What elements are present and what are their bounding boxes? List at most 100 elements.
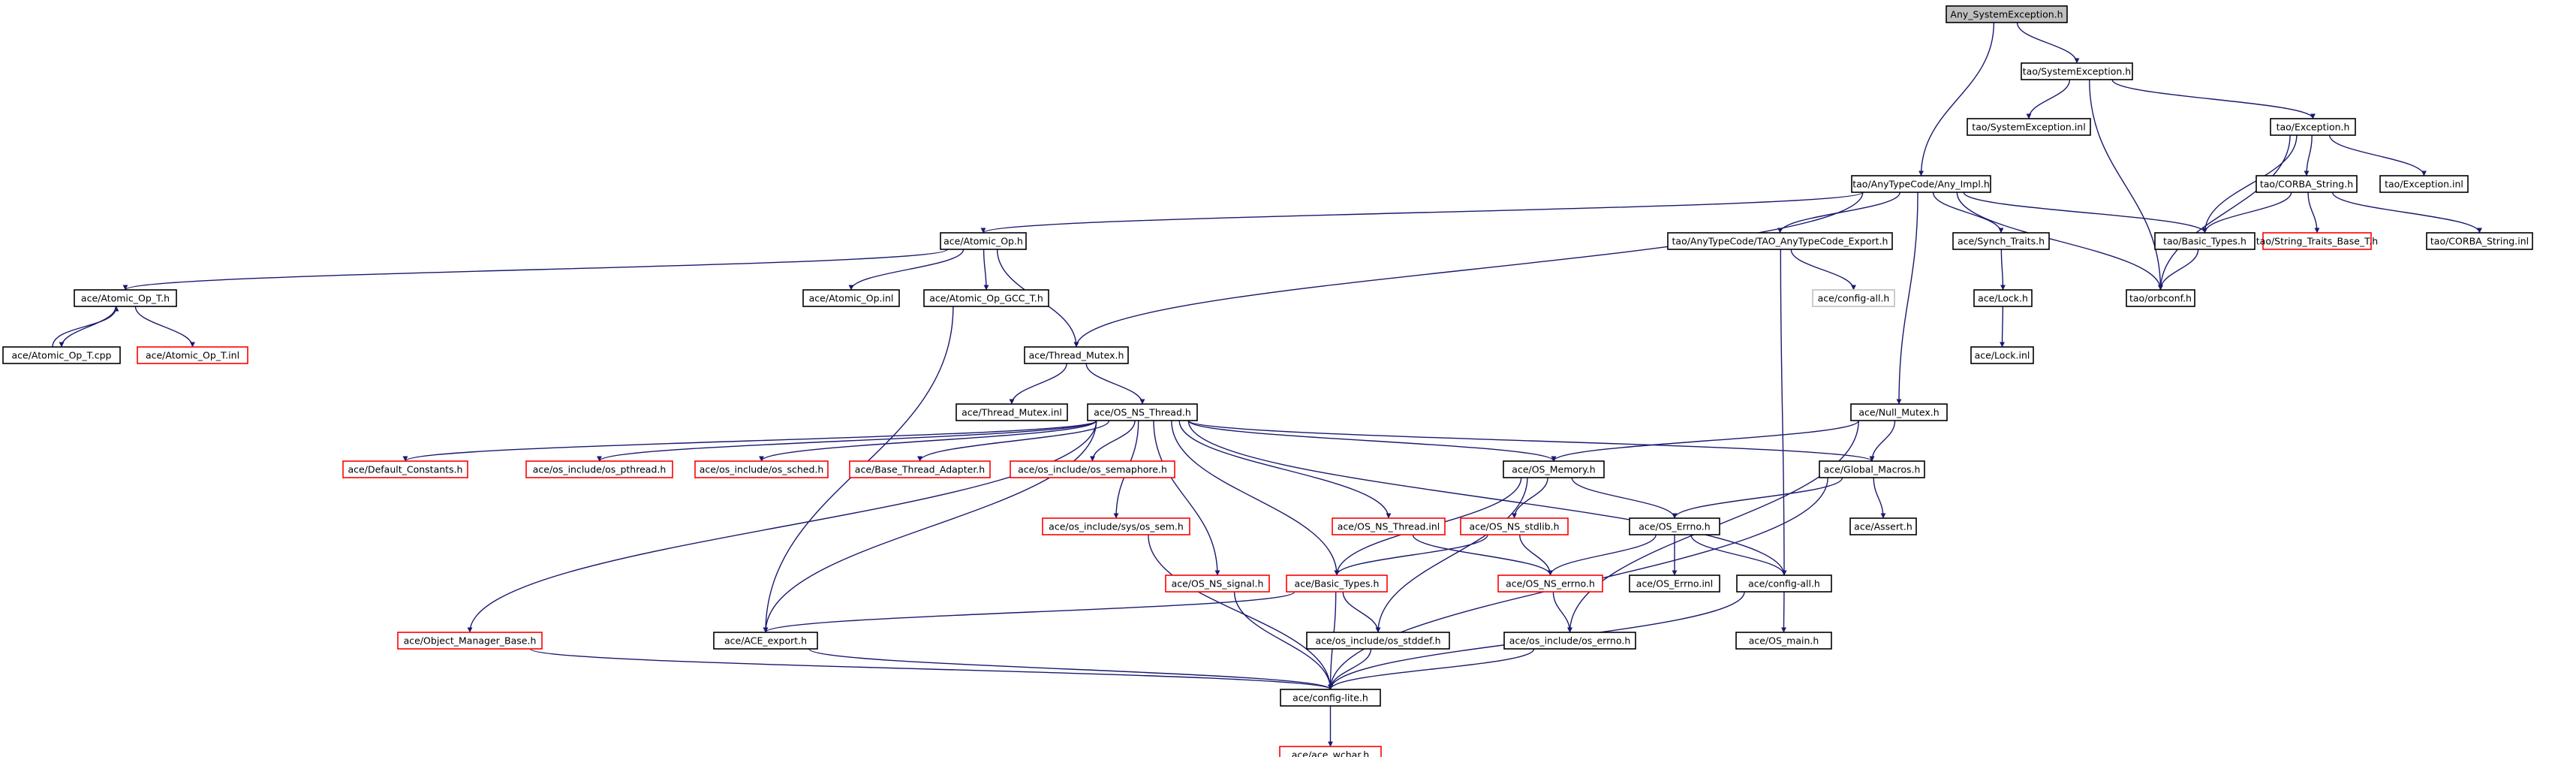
node-ace-atomic-op-t-inl[interactable]: ace/Atomic_Op_T.inl [137,346,248,364]
node-ace-atomic-op-gcc-t-h[interactable]: ace/Atomic_Op_GCC_T.h [923,289,1049,307]
node-ace-ace-wchar-h[interactable]: ace/ace_wchar.h [1279,746,1382,757]
node-box [2270,118,2356,136]
edge-ace-os-ns-thread-h-to-ace-basic-types-h [1171,420,1340,576]
node-tao-anytypecode-tao-anytypecode-export-h[interactable]: tao/AnyTypeCode/TAO_AnyTypeCode_Export.h [1667,232,1893,250]
edge-ace-basic-types-h-to-ace-os-include-os-stddef-h [1342,591,1381,633]
node-label: ace/Thread_Mutex.inl [961,407,1062,418]
node-ace-os-include-os-sched-h[interactable]: ace/os_include/os_sched.h [694,460,829,478]
node-tao-systemexception-h[interactable]: tao/SystemException.h [2021,62,2133,80]
node-ace-os-main-h[interactable]: ace/OS_main.h [1735,632,1832,650]
edge-ace-atomic-op-t-h-to-ace-atomic-op-t-inl [134,306,195,348]
node-box [1280,689,1381,707]
node-ace-os-include-os-semaphore-h[interactable]: ace/os_include/os_semaphore.h [1010,460,1175,478]
node-label: ace/os_include/os_sched.h [700,464,824,475]
node-label: ace/ace_wchar.h [1292,749,1369,757]
node-ace-os-errno-h[interactable]: ace/OS_Errno.h [1629,517,1720,535]
node-box [525,460,673,478]
node-ace-config-lite-h[interactable]: ace/config-lite.h [1280,689,1381,707]
edge-ace-os-ns-thread-h-to-ace-config-all-h [1187,420,1787,576]
node-ace-atomic-op-h[interactable]: ace/Atomic_Op.h [940,232,1027,250]
node-box [2126,289,2195,307]
node-box [849,460,991,478]
node-any-systemexception-h[interactable]: Any_SystemException.h [1946,5,2068,23]
node-box [1735,632,1832,650]
edge-tao-anytypecode-tao-anytypecode-export-h-to-ace-config-all-h [1790,249,1856,291]
node-ace-assert-h[interactable]: ace/Assert.h [1849,517,1917,535]
node-ace-os-ns-thread-inl[interactable]: ace/OS_NS_Thread.inl [1332,517,1446,535]
node-tao-systemexception-inl[interactable]: tao/SystemException.inl [1967,118,2091,136]
node-label: ace/Basic_Types.h [1295,578,1380,590]
node-label: ace/os_include/os_semaphore.h [1018,464,1167,475]
node-ace-thread-mutex-inl[interactable]: ace/Thread_Mutex.inl [955,403,1068,421]
node-ace-config-all-h[interactable]: ace/config-all.h [1736,575,1832,593]
node-box [1850,403,1948,421]
node-ace-atomic-op-t-h[interactable]: ace/Atomic_Op_T.h [74,289,177,307]
node-ace-lock-inl[interactable]: ace/Lock.inl [1970,346,2034,364]
edge-ace-atomic-op-h-to-ace-atomic-op-t-h [122,249,948,291]
edge-ace-null-mutex-h-to-ace-os-memory-h [1551,420,1859,462]
node-ace-atomic-op-t-cpp[interactable]: ace/Atomic_Op_T.cpp [2,346,121,364]
node-ace-lock-h[interactable]: ace/Lock.h [1973,289,2033,307]
node-tao-anytypecode-any-impl-h[interactable]: tao/AnyTypeCode/Any_Impl.h [1851,175,1991,193]
node-ace-default-constants-h[interactable]: ace/Default_Constants.h [342,460,468,478]
node-ace-ace-export-h[interactable]: ace/ACE_export.h [713,632,818,650]
node-tao-exception-h[interactable]: tao/Exception.h [2270,118,2356,136]
edge-ace-null-mutex-h-to-ace-global-macros-h [1869,420,1896,462]
node-label: ace/Atomic_Op_T.inl [146,350,239,361]
node-label: ace/config-lite.h [1293,692,1368,704]
node-tao-corba-string-h[interactable]: tao/CORBA_String.h [2256,175,2358,193]
node-label: tao/Exception.h [2277,122,2350,133]
edge-ace-os-memory-h-to-ace-os-errno-h [1571,477,1678,519]
edge-tao-exception-h-to-tao-exception-inl [2329,134,2427,176]
node-box [2256,175,2358,193]
edge-ace-os-memory-h-to-ace-os-ns-stdlib-h [1512,477,1548,519]
node-ace-os-memory-h[interactable]: ace/OS_Memory.h [1503,460,1605,478]
node-ace-global-macros-h[interactable]: ace/Global_Macros.h [1819,460,1925,478]
node-box [713,632,818,650]
node-label: tao/String_Traits_Base_T.h [2256,236,2378,247]
node-tao-basic-types-h[interactable]: tao/Basic_Types.h [2154,232,2256,250]
node-ace-os-include-sys-os-sem-h[interactable]: ace/os_include/sys/os_sem.h [1042,517,1190,535]
node-label: ace/Thread_Mutex.h [1029,350,1124,361]
node-ace-synch-traits-h[interactable]: ace/Synch_Traits.h [1952,232,2050,250]
node-ace-basic-types-h[interactable]: ace/Basic_Types.h [1286,575,1388,593]
node-label: ace/config-all.h [1748,578,1820,590]
node-tao-string-traits-base-t-h[interactable]: tao/String_Traits_Base_T.h [2256,232,2378,250]
node-label: tao/orbconf.h [2129,293,2192,304]
node-ace-thread-mutex-h[interactable]: ace/Thread_Mutex.h [1024,346,1129,364]
node-ace-os-ns-errno-h[interactable]: ace/OS_NS_errno.h [1497,575,1603,593]
node-box [1024,346,1129,364]
edge-ace-os-ns-thread-h-to-ace-os-include-os-semaphore-h [1090,420,1136,462]
node-box [1946,5,2068,23]
edge-tao-anytypecode-any-impl-h-to-ace-null-mutex-h [1896,192,1918,405]
edge-ace-os-ns-stdlib-h-to-ace-basic-types-h [1334,534,1488,576]
node-label: ace/Object_Manager_Base.h [404,635,537,647]
node-box [1849,517,1917,535]
node-ace-base-thread-adapter-h[interactable]: ace/Base_Thread_Adapter.h [849,460,991,478]
node-ace-null-mutex-h[interactable]: ace/Null_Mutex.h [1850,403,1948,421]
node-label: ace/OS_NS_signal.h [1172,578,1264,590]
node-label: ace/OS_NS_stdlib.h [1469,521,1559,532]
node-tao-corba-string-inl[interactable]: tao/CORBA_String.inl [2426,232,2533,250]
edge-any-systemexception-h-to-tao-anytypecode-any-impl-h [1918,22,1995,176]
node-tao-exception-inl[interactable]: tao/Exception.inl [2379,175,2469,193]
node-ace-os-ns-thread-h[interactable]: ace/OS_NS_Thread.h [1087,403,1198,421]
node-box [1503,460,1605,478]
node-ace-os-ns-signal-h[interactable]: ace/OS_NS_signal.h [1165,575,1270,593]
node-ace-os-include-os-pthread-h[interactable]: ace/os_include/os_pthread.h [525,460,673,478]
node-ace-atomic-op-inl[interactable]: ace/Atomic_Op.inl [802,289,900,307]
node-ace-os-errno-inl[interactable]: ace/OS_Errno.inl [1629,575,1720,593]
node-ace-object-manager-base-h[interactable]: ace/Object_Manager_Base.h [397,632,543,650]
edge-tao-basic-types-h-to-tao-orbconf-h [2158,249,2199,291]
node-box [1812,289,1895,307]
node-box [923,289,1049,307]
node-ace-os-include-os-errno-h[interactable]: ace/os_include/os_errno.h [1503,632,1636,650]
edge-ace-atomic-op-t-h-to-ace-atomic-op-t-cpp [59,306,116,348]
node-tao-orbconf-h[interactable]: tao/orbconf.h [2126,289,2195,307]
edge-ace-atomic-op-h-to-ace-atomic-op-inl [848,249,964,291]
node-ace-os-ns-stdlib-h[interactable]: ace/OS_NS_stdlib.h [1460,517,1569,535]
node-ace-os-include-os-stddef-h[interactable]: ace/os_include/os_stddef.h [1306,632,1450,650]
node-box [1819,460,1925,478]
node-box [1460,517,1569,535]
edge-ace-os-include-sys-os-sem-h-to-ace-config-lite-h [1148,534,1333,690]
